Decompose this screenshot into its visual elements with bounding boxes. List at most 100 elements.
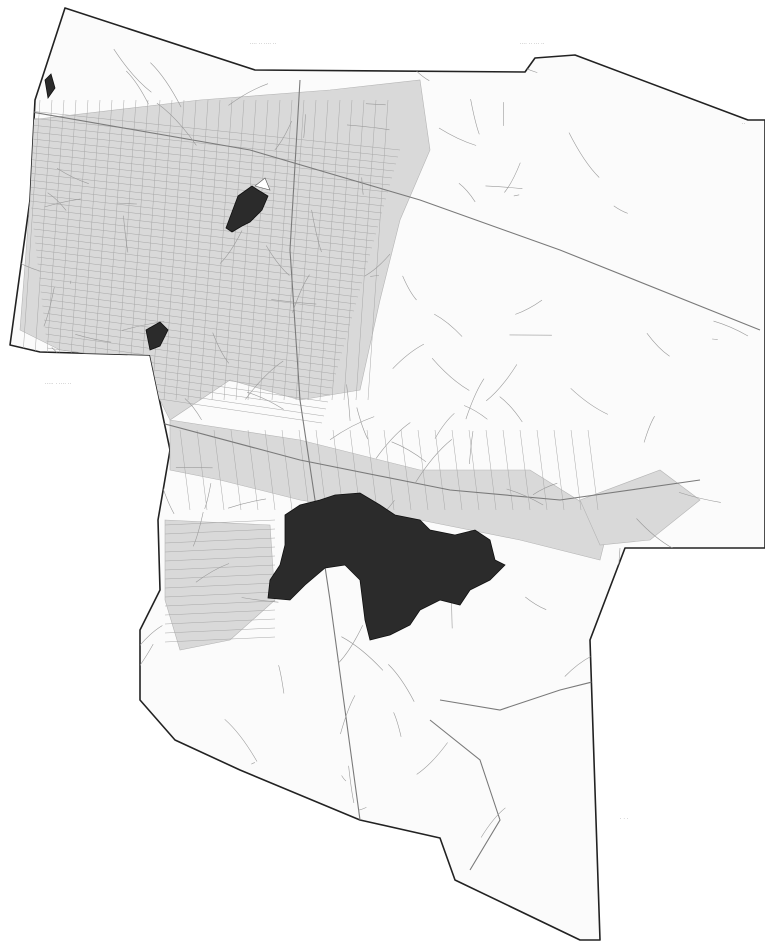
minor-road bbox=[47, 192, 67, 211]
minor-road bbox=[438, 127, 477, 146]
minor-road bbox=[364, 253, 391, 277]
minor-road bbox=[485, 185, 523, 189]
street-segment bbox=[247, 429, 259, 511]
street-segment bbox=[39, 284, 351, 326]
street-segment bbox=[331, 99, 353, 401]
street-segment bbox=[434, 429, 446, 511]
street-segment bbox=[164, 591, 276, 598]
minor-road bbox=[175, 467, 213, 469]
minor-road bbox=[457, 37, 502, 67]
street-segment bbox=[19, 109, 401, 151]
edge-label-right-upper: ·· bbox=[742, 121, 746, 126]
street-segment bbox=[40, 291, 349, 333]
minor-road bbox=[241, 597, 279, 603]
street-segment bbox=[163, 99, 185, 401]
minor-road bbox=[341, 636, 384, 671]
street-segment bbox=[22, 130, 395, 172]
minor-road bbox=[198, 875, 243, 920]
minor-road bbox=[179, 875, 204, 897]
west-edge-parcel bbox=[44, 73, 56, 100]
minor-road bbox=[470, 99, 480, 135]
edge-label-top-left: ···· ·· ···· ·· bbox=[250, 41, 277, 46]
minor-road bbox=[636, 518, 674, 550]
street-segment bbox=[295, 99, 317, 401]
street-segment bbox=[32, 221, 369, 263]
minor-road bbox=[204, 483, 212, 509]
minor-road bbox=[422, 911, 435, 940]
street-segment bbox=[211, 99, 233, 401]
minor-road bbox=[373, 857, 411, 872]
street-segment bbox=[587, 429, 599, 511]
minor-road bbox=[51, 544, 70, 563]
minor-road bbox=[147, 883, 153, 908]
minor-road bbox=[224, 719, 258, 762]
minor-road bbox=[121, 321, 165, 331]
minor-road bbox=[247, 391, 284, 410]
minor-road bbox=[338, 625, 363, 663]
street-segment bbox=[139, 99, 161, 401]
street-segment bbox=[164, 537, 276, 544]
minor-road bbox=[228, 83, 269, 106]
street-segment bbox=[55, 99, 77, 401]
minor-road bbox=[56, 168, 89, 184]
minor-road bbox=[340, 695, 356, 735]
street-segment bbox=[187, 99, 209, 401]
minor-road bbox=[152, 744, 160, 753]
street-segment bbox=[151, 99, 173, 401]
street-segment bbox=[164, 618, 276, 625]
street-segment bbox=[35, 242, 363, 284]
street-segment bbox=[343, 99, 365, 401]
street-segment bbox=[27, 179, 381, 221]
minor-road bbox=[388, 664, 415, 702]
minor-road bbox=[292, 274, 310, 313]
minor-road bbox=[434, 313, 463, 337]
minor-road bbox=[271, 299, 317, 305]
street-grid bbox=[19, 99, 599, 643]
minor-road bbox=[643, 416, 655, 443]
street-segment bbox=[46, 340, 335, 382]
minor-road bbox=[713, 320, 749, 337]
minor-road bbox=[274, 120, 292, 151]
street-segment bbox=[315, 429, 327, 511]
minor-road bbox=[613, 205, 628, 214]
minor-road bbox=[416, 742, 448, 775]
edge-label-top-right: ···· ·· ··· ·· bbox=[520, 41, 545, 46]
minor-road bbox=[393, 712, 402, 737]
urban-zone-east bbox=[579, 469, 701, 546]
main-road-east-west bbox=[19, 109, 761, 331]
street-segment bbox=[235, 99, 257, 401]
street-segment bbox=[164, 609, 276, 616]
street-segment bbox=[31, 99, 53, 401]
street-segment bbox=[36, 256, 359, 298]
street-segment bbox=[367, 99, 389, 401]
street-segment bbox=[31, 214, 371, 256]
street-segment bbox=[91, 99, 113, 401]
minor-road bbox=[358, 807, 367, 811]
minor-road bbox=[697, 44, 715, 62]
minor-road bbox=[212, 332, 230, 364]
street-segment bbox=[164, 582, 276, 589]
minor-road bbox=[525, 596, 547, 610]
street-segment bbox=[164, 519, 276, 526]
minor-road bbox=[392, 343, 425, 369]
minor-road bbox=[515, 299, 543, 315]
minor-road bbox=[116, 413, 159, 443]
street-segment bbox=[43, 99, 65, 401]
minor-road bbox=[198, 796, 203, 821]
minor-road bbox=[414, 439, 452, 484]
street-segment bbox=[485, 429, 497, 511]
minor-road bbox=[707, 568, 723, 585]
minor-road bbox=[692, 592, 719, 612]
street-segment bbox=[35, 249, 361, 291]
minor-road bbox=[463, 405, 488, 420]
street-segment bbox=[31, 207, 373, 249]
minor-road bbox=[43, 287, 55, 327]
street-segment bbox=[230, 429, 242, 511]
street-segment bbox=[417, 429, 429, 511]
minor-road bbox=[725, 722, 765, 748]
minor-road bbox=[119, 720, 156, 743]
minor-road bbox=[346, 124, 390, 131]
minor-road bbox=[626, 880, 651, 907]
minor-road bbox=[658, 637, 672, 660]
